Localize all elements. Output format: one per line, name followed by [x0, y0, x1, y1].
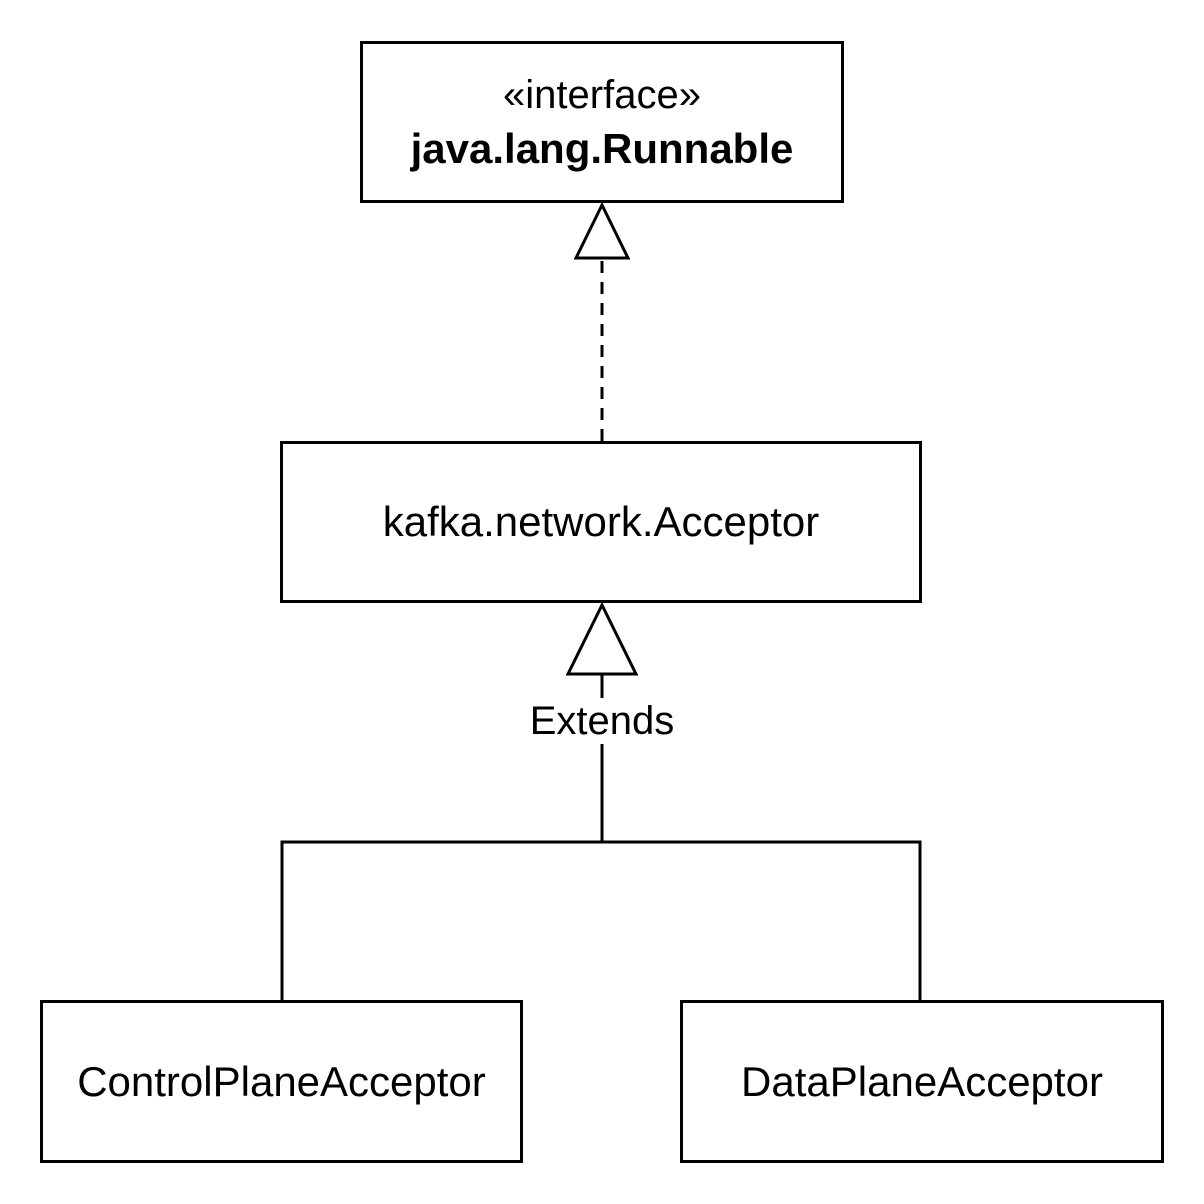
class-name-data-plane-acceptor: DataPlaneAcceptor	[741, 1057, 1103, 1105]
realization-hollow-arrowhead	[573, 201, 631, 260]
class-name-runnable: java.lang.Runnable	[410, 125, 794, 172]
class-box-acceptor[interactable]: kafka.network.Acceptor	[280, 441, 922, 603]
interface-stereotype: «interface»	[503, 73, 701, 117]
generalization-branch-line	[280, 840, 922, 1000]
class-box-data-plane-acceptor[interactable]: DataPlaneAcceptor	[680, 1000, 1164, 1163]
extends-label: Extends	[500, 698, 704, 744]
class-box-control-plane-acceptor[interactable]: ControlPlaneAcceptor	[40, 1000, 523, 1163]
generalization-hollow-arrowhead	[565, 601, 639, 676]
class-box-runnable[interactable]: «interface» java.lang.Runnable	[360, 41, 844, 203]
class-name-control-plane-acceptor: ControlPlaneAcceptor	[77, 1057, 486, 1105]
class-name-acceptor: kafka.network.Acceptor	[382, 498, 820, 545]
